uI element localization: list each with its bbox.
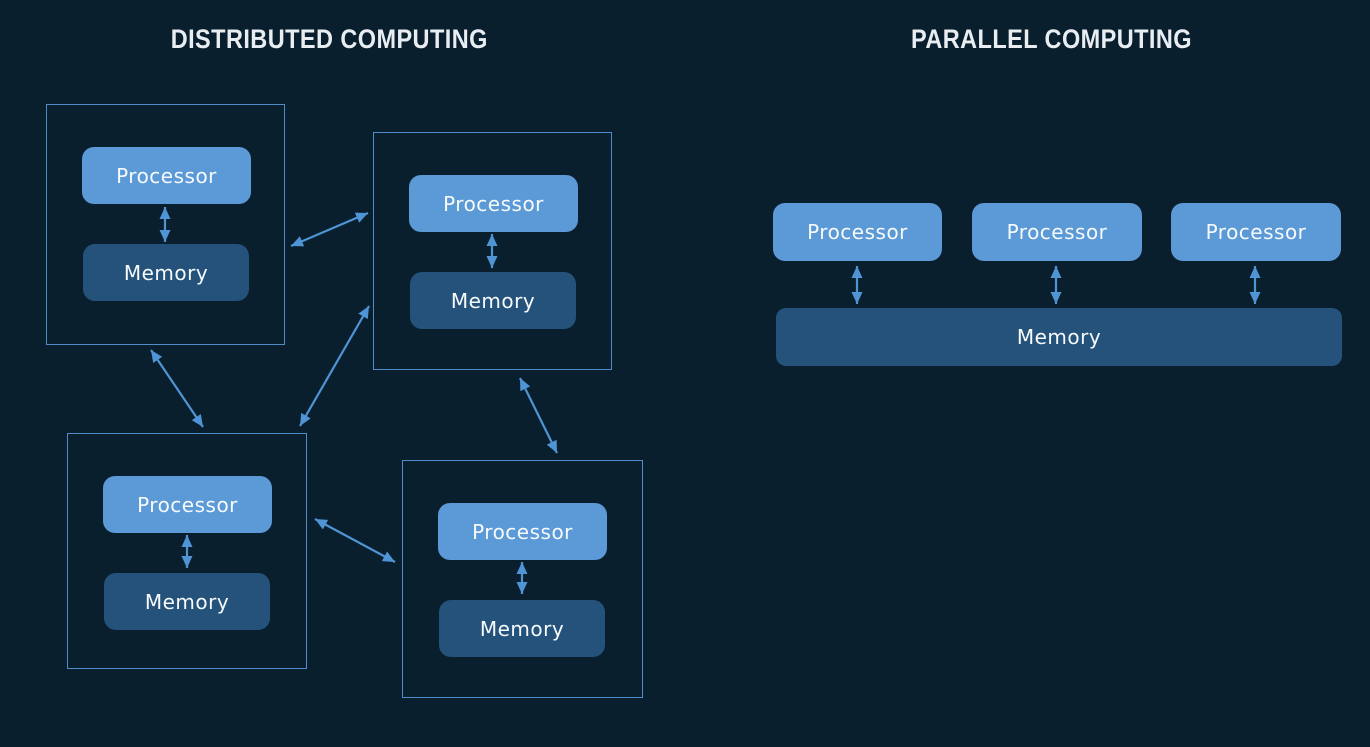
node-4-processor-label: Processor — [472, 519, 573, 544]
node-1-memory-label: Memory — [123, 260, 209, 285]
distributed-node-4: Processor Memory — [402, 460, 643, 698]
arrow-node2-node3-icon — [299, 305, 370, 427]
arrow-node1-node2-icon — [290, 211, 369, 248]
distributed-computing-title-text: DISTRIBUTED COMPUTING — [170, 24, 488, 54]
node-2-memory-label: Memory — [450, 288, 536, 313]
node-4-memory-label: Memory — [479, 616, 565, 641]
distributed-node-3: Processor Memory — [67, 433, 307, 669]
node-4-memory-box: Memory — [439, 600, 605, 657]
node-3-processor-label: Processor — [137, 492, 238, 517]
node-4-processor-box: Processor — [438, 503, 607, 560]
distributed-node-1: Processor Memory — [46, 104, 285, 345]
parallel-processor-2-label: Processor — [1006, 220, 1108, 244]
arrow-node3-node4-icon — [314, 518, 396, 563]
node-1-memory-box: Memory — [83, 244, 249, 301]
distributed-computing-title: DISTRIBUTED COMPUTING — [46, 24, 612, 55]
parallel-shared-memory-label: Memory — [1016, 325, 1102, 349]
parallel-computing-title: PARALLEL COMPUTING — [760, 24, 1342, 55]
node-3-memory-label: Memory — [144, 589, 230, 614]
node-3-processor-box: Processor — [103, 476, 272, 533]
parallel-shared-memory-box: Memory — [776, 308, 1342, 366]
parallel-processor-1-box: Processor — [773, 203, 942, 261]
arrow-node1-node3-icon — [150, 349, 204, 428]
arrow-node2-node4-icon — [519, 377, 558, 454]
parallel-processor-2-box: Processor — [972, 203, 1142, 261]
node-3-memory-box: Memory — [104, 573, 270, 630]
node-1-processor-label: Processor — [116, 163, 217, 188]
distributed-node-2: Processor Memory — [373, 132, 612, 370]
parallel-processor-3-box: Processor — [1171, 203, 1341, 261]
parallel-processor-3-label: Processor — [1205, 220, 1307, 244]
parallel-computing-title-text: PARALLEL COMPUTING — [910, 24, 1192, 54]
node-2-processor-box: Processor — [409, 175, 578, 232]
parallel-processor-1-label: Processor — [807, 220, 908, 244]
node-2-memory-box: Memory — [410, 272, 576, 329]
node-1-processor-box: Processor — [82, 147, 251, 204]
node-2-processor-label: Processor — [443, 191, 544, 216]
